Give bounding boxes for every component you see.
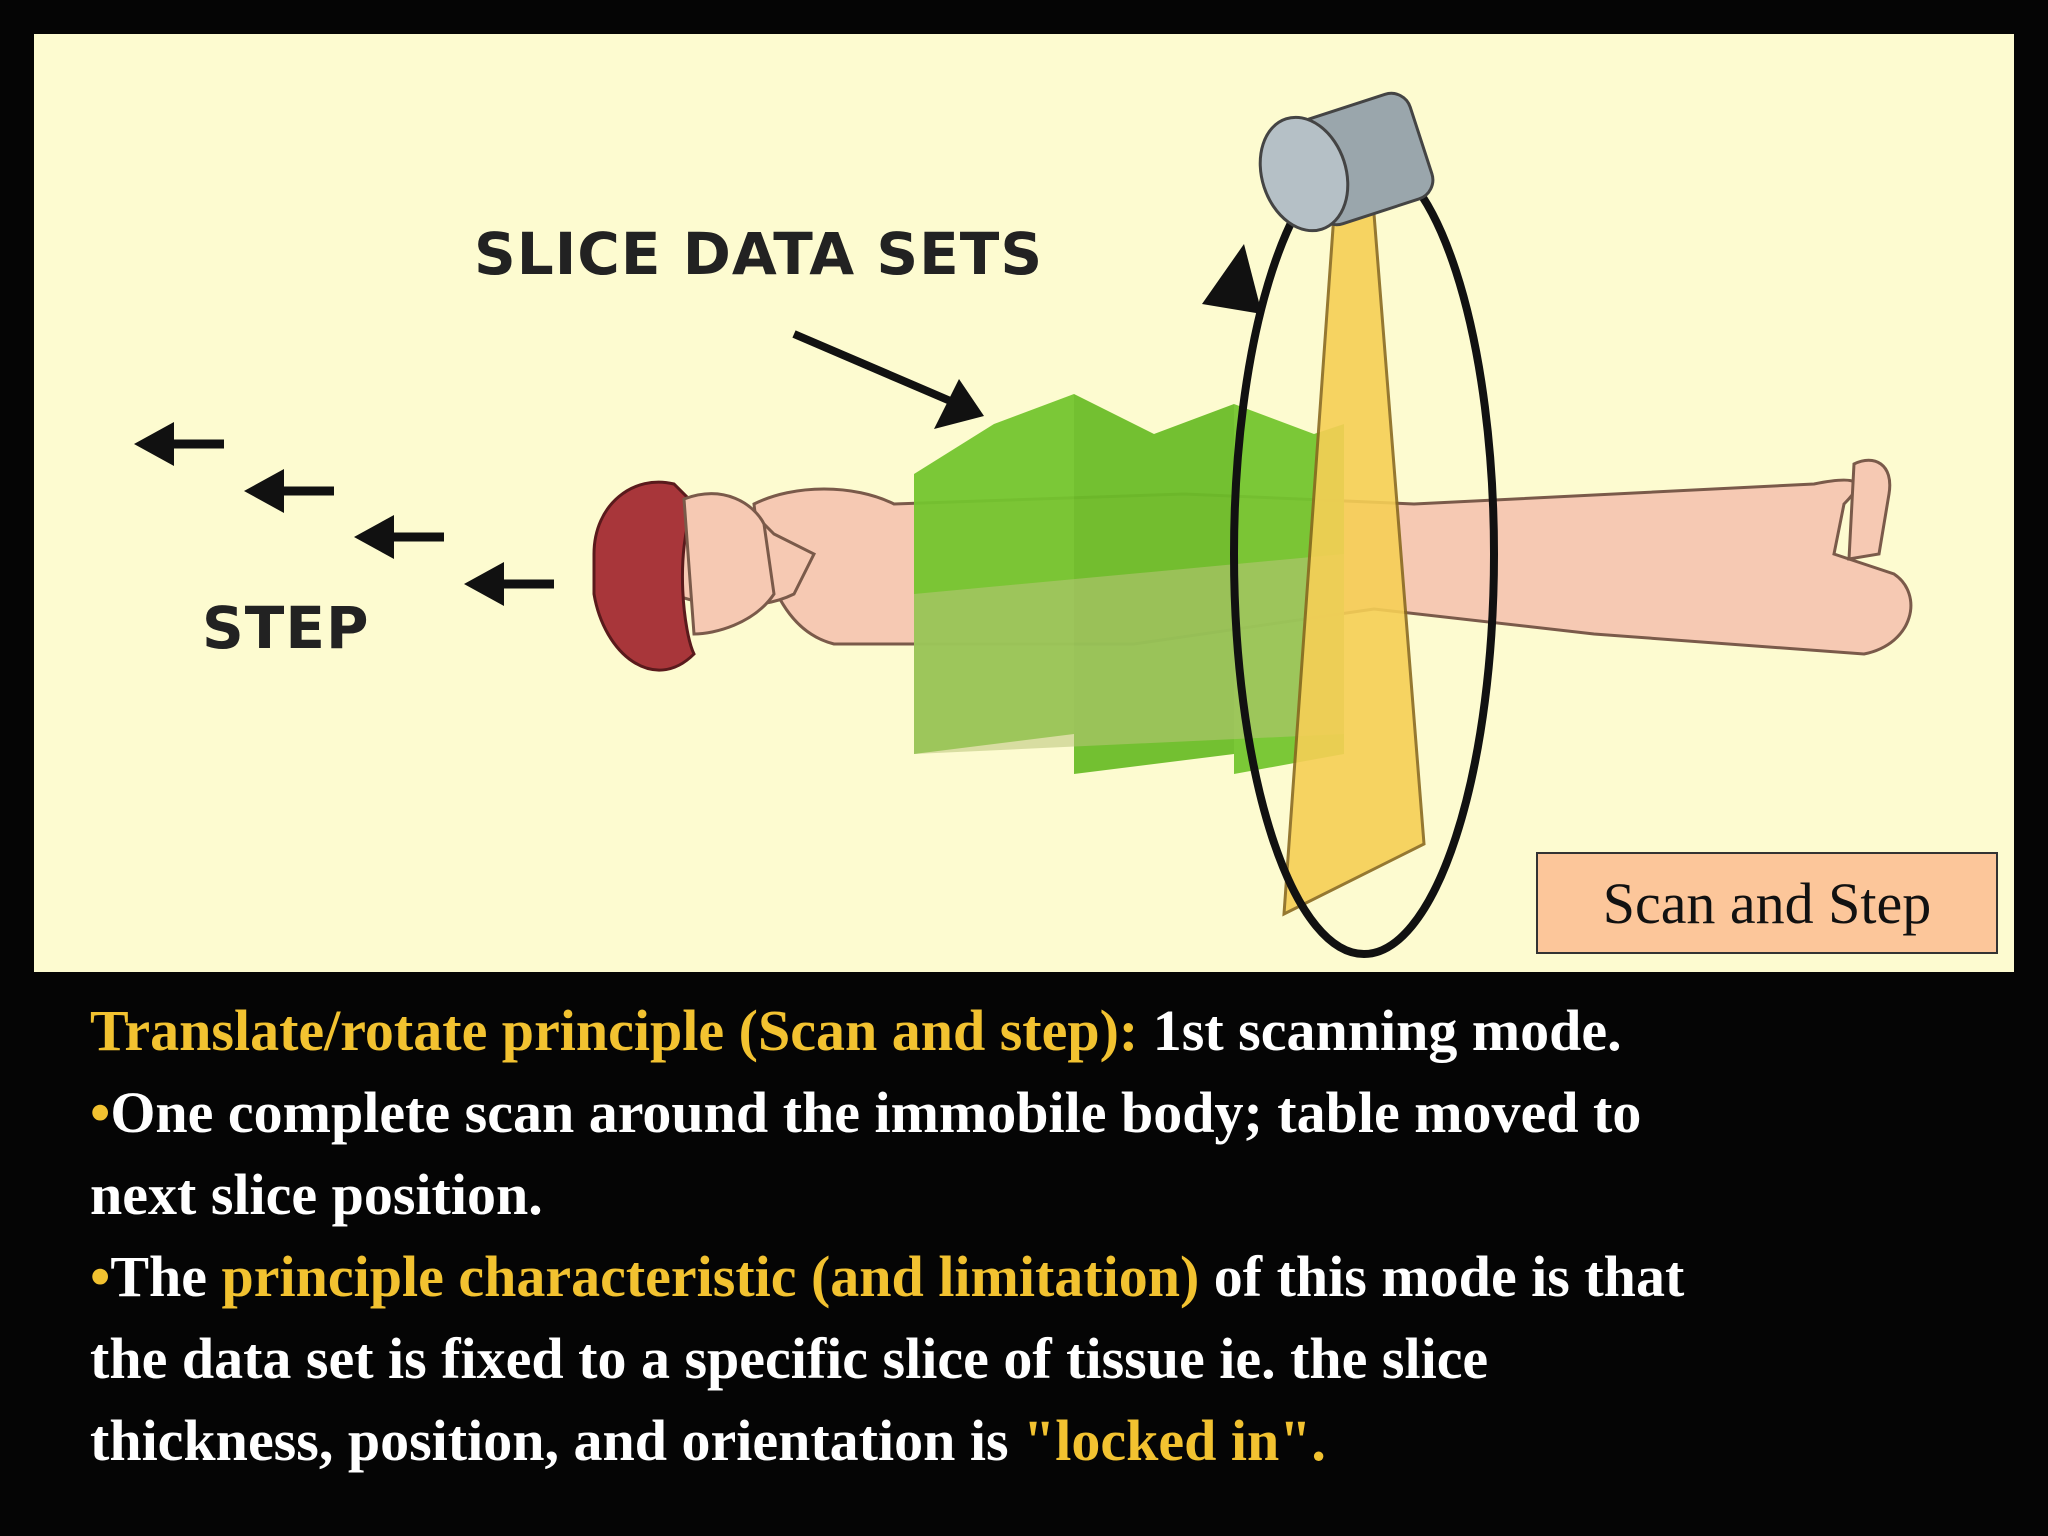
patient-head [592,480,776,672]
bullet-icon: • [90,1080,111,1145]
step-label: STEP [202,594,370,662]
slice-data-sets [914,394,1344,774]
bullet-item-1: •One complete scan around the immobile b… [90,1080,1642,1145]
description-text: Translate/rotate principle (Scan and ste… [90,990,2010,1482]
slice-pointer-arrow-icon [792,330,984,429]
principle-heading: Translate/rotate principle (Scan and ste… [90,998,1139,1063]
x-ray-tube [1258,91,1435,233]
scan-and-step-caption: Scan and Step [1536,852,1998,954]
slice-data-sets-label: SLICE DATA SETS [474,220,1044,288]
step-arrow-icon [354,515,444,559]
diagram-illustration [134,91,1913,958]
step-arrow-icon [464,562,554,606]
ct-scan-diagram: SLICE DATA SETS STEP Scan and Step [34,34,2014,972]
rotation-arrow-icon [1202,244,1262,314]
step-arrow-icon [134,422,224,466]
characteristic-highlight: principle characteristic (and limitation… [221,1244,1200,1309]
step-arrow-icon [244,469,334,513]
text-line-6: thickness, position, and orientation is … [90,1408,1326,1473]
text-line-1: Translate/rotate principle (Scan and ste… [90,990,2010,1072]
step-arrows [134,422,554,606]
scanning-mode-text: 1st scanning mode. [1138,998,1622,1063]
text-line-5: the data set is fixed to a specific slic… [90,1326,1489,1391]
text-line-3: next slice position. [90,1162,543,1227]
bullet-item-2: •The principle characteristic (and limit… [90,1244,1685,1309]
locked-in-highlight: "locked in". [1023,1408,1326,1473]
bullet-icon: • [90,1244,111,1309]
